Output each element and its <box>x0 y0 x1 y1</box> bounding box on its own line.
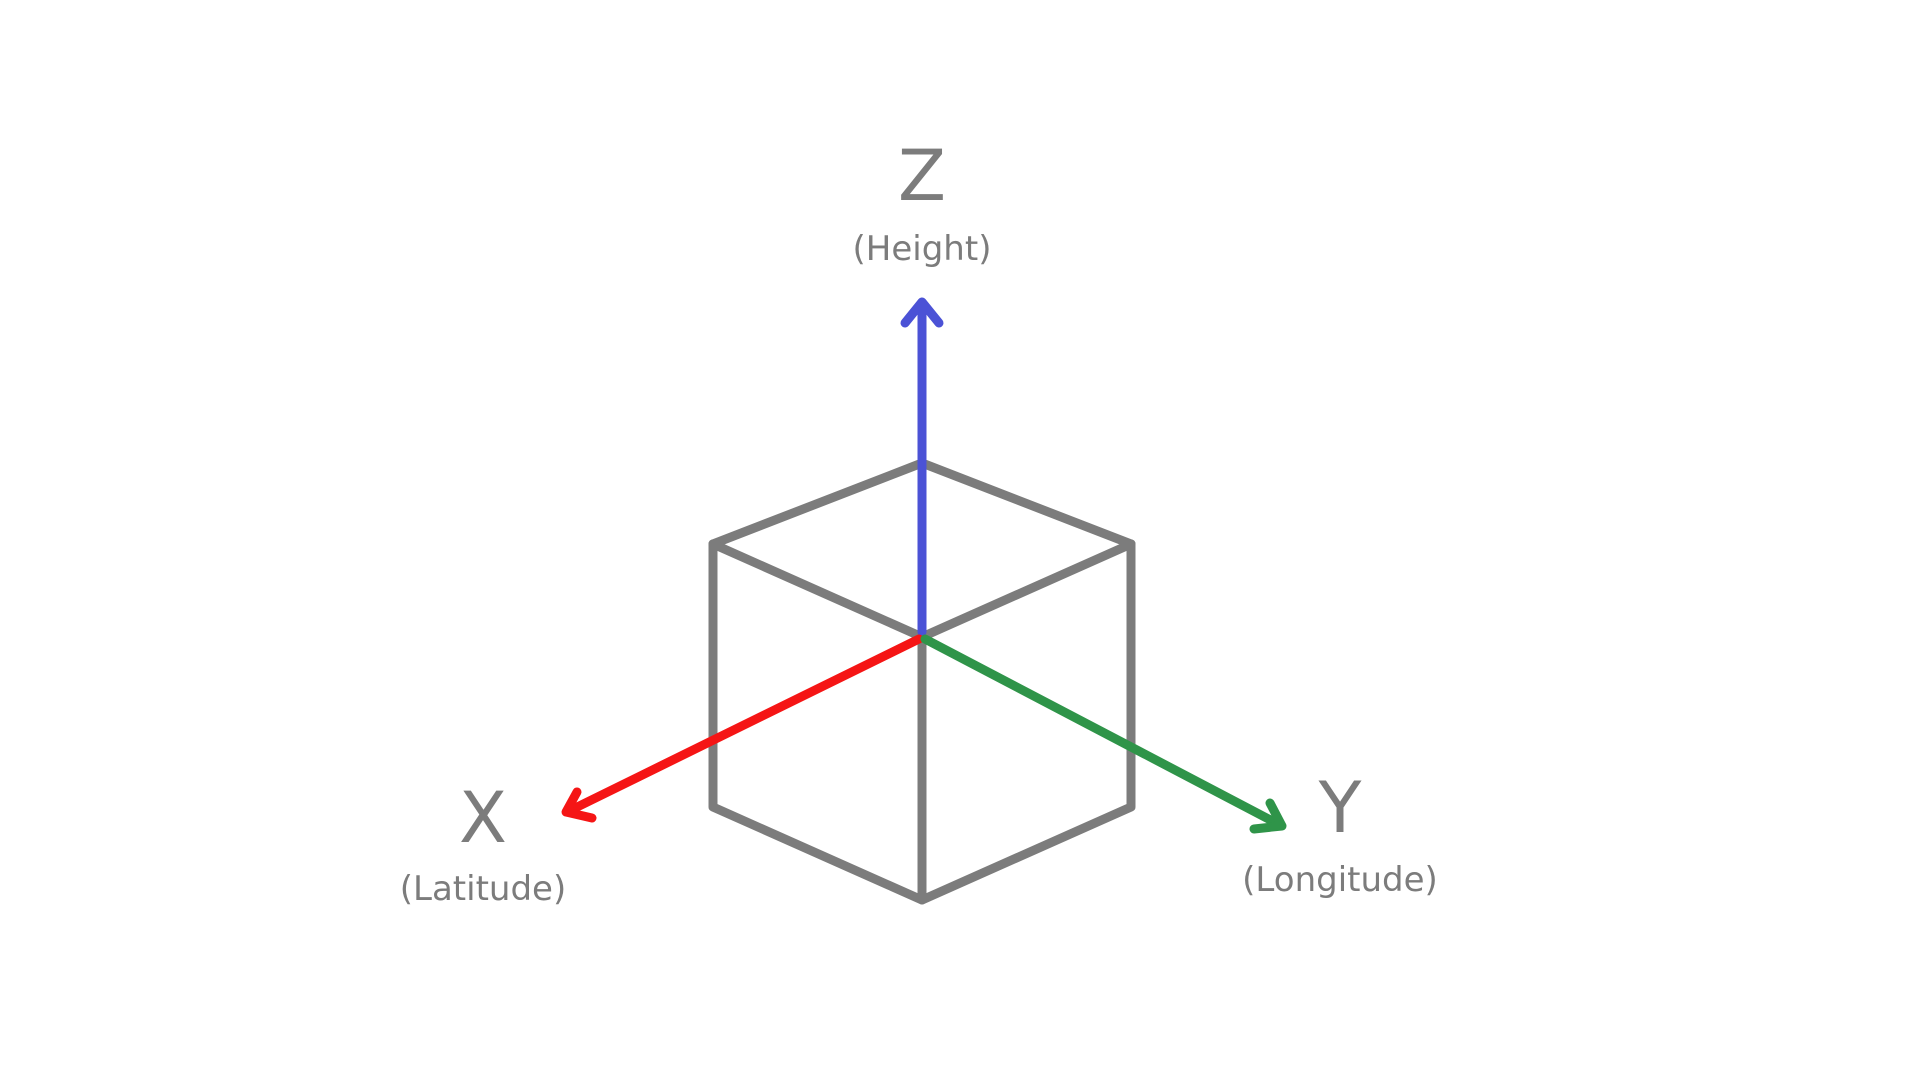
x-axis-description: (Latitude) <box>400 869 566 909</box>
x-axis-line <box>562 634 924 817</box>
y-arrowhead-icon <box>1249 798 1287 834</box>
y-axis-description: (Longitude) <box>1242 860 1438 900</box>
x-axis-label: X <box>459 777 507 859</box>
cube-edge-front-left <box>708 539 927 642</box>
z-arrowhead-icon <box>900 297 944 328</box>
z-axis-description: (Height) <box>853 229 992 269</box>
y-axis-label: Y <box>1318 767 1362 849</box>
x-arrowhead-icon <box>561 787 597 823</box>
x-axis <box>561 634 924 823</box>
z-axis <box>900 297 944 637</box>
z-axis-label: Z <box>898 135 946 217</box>
y-axis <box>920 634 1287 834</box>
cube-wireframe <box>708 458 1136 905</box>
y-axis-line <box>920 634 1285 830</box>
cube-edge-front-right <box>917 539 1136 642</box>
